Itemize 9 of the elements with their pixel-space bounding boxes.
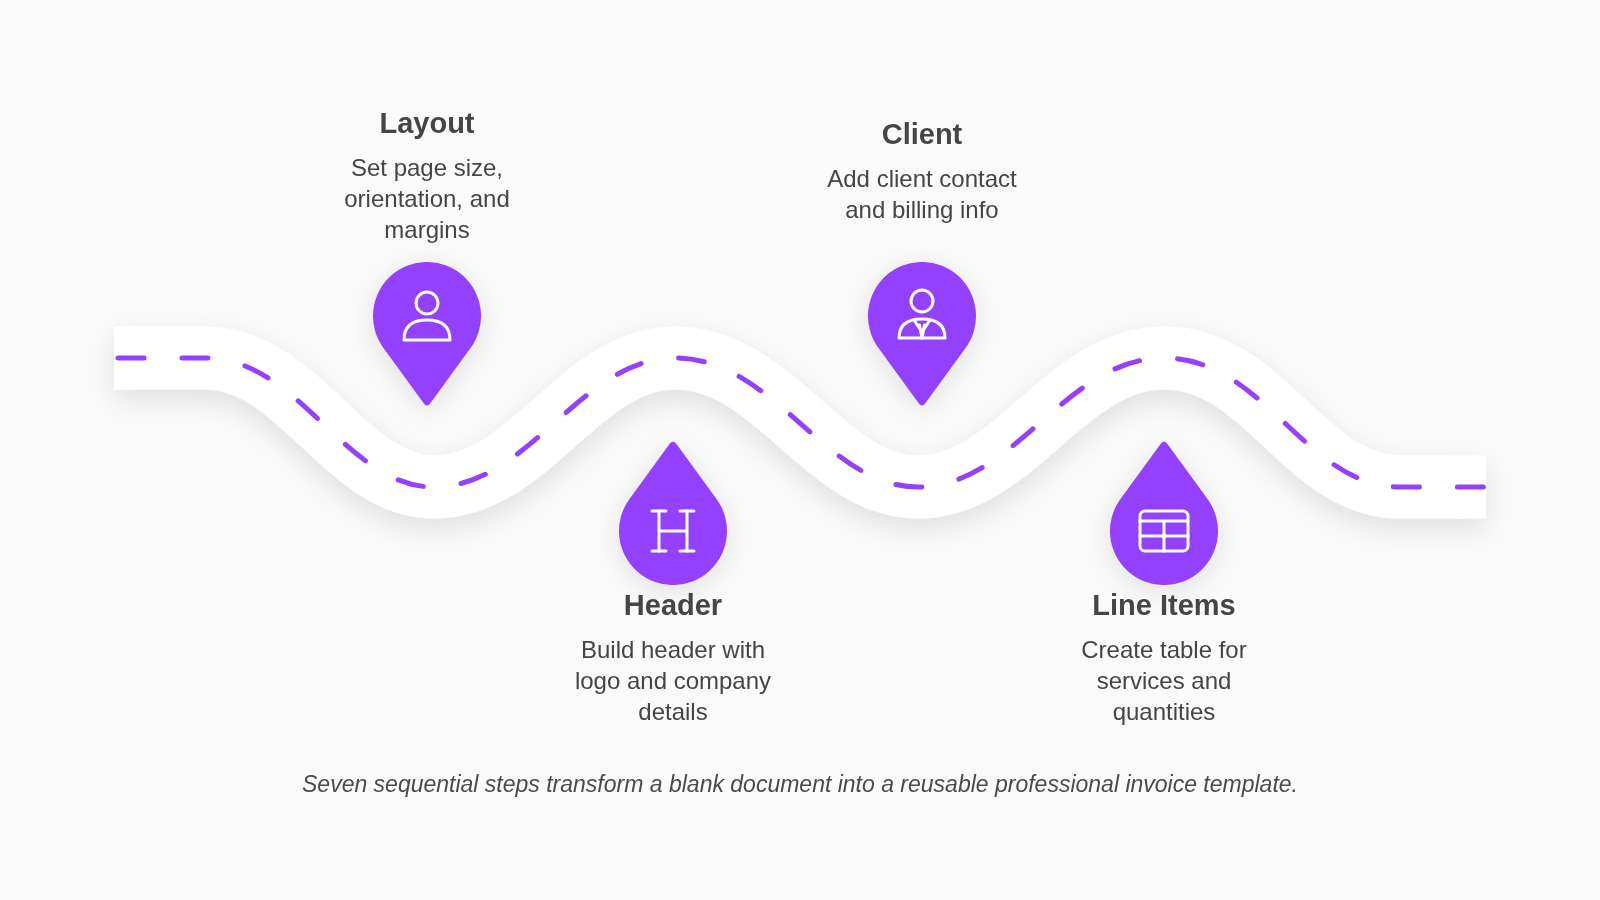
step-description: Set page size, orientation, and margins <box>343 153 511 245</box>
step-title: Layout <box>379 106 475 140</box>
caption-text: Seven sequential steps transform a blank document into a reusable professional invoice template. <box>302 770 1298 799</box>
step-title: Line Items <box>1092 588 1236 622</box>
step-title: Header <box>623 588 723 622</box>
step-description: Add client contact and billing info <box>826 164 1018 225</box>
step-description: Build header with logo and company details <box>573 635 773 727</box>
step-description: Create table for services and quantities <box>1080 635 1248 727</box>
step-title: Client <box>881 117 963 151</box>
